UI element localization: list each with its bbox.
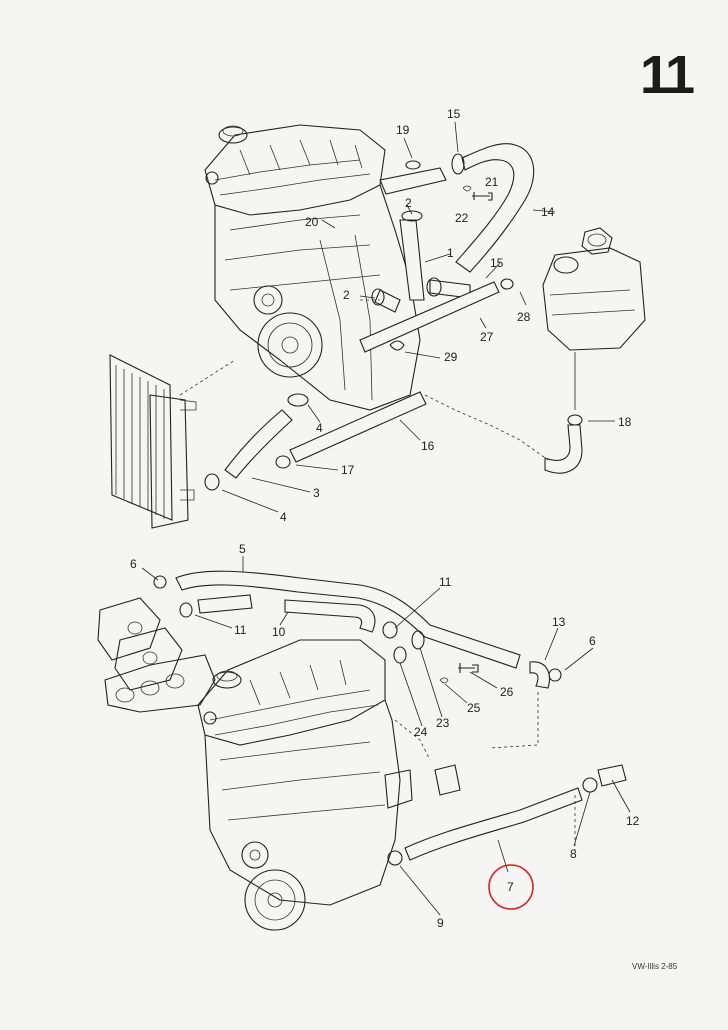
callout: 3 — [313, 486, 320, 500]
callout: 4 — [316, 421, 323, 435]
hose-13 — [529, 661, 550, 689]
page-number: 11 — [640, 45, 695, 105]
callout: 22 — [455, 211, 469, 225]
hose-7 — [404, 787, 583, 861]
callout: 24 — [414, 725, 428, 739]
callout: 27 — [480, 330, 494, 344]
hose-16 — [289, 391, 427, 463]
hose-14 — [451, 143, 535, 273]
hose-10 — [284, 599, 376, 633]
highlight-circle — [488, 864, 534, 910]
callout: 2 — [343, 288, 350, 302]
callout: 29 — [444, 350, 458, 364]
footer-label: VW-Illis 2-85 — [632, 962, 678, 971]
callout: 28 — [517, 310, 531, 324]
hose-18 — [544, 414, 583, 474]
callout: 11 — [439, 575, 452, 589]
top-engine-block — [204, 124, 493, 411]
hose-12 — [597, 764, 627, 787]
callout: 26 — [500, 685, 514, 699]
callout: 7 — [507, 880, 514, 894]
callout: 4 — [280, 510, 287, 524]
callout: 2 — [405, 196, 412, 210]
callout: 1 — [447, 246, 454, 260]
routing-line — [179, 299, 549, 461]
hose-5 — [175, 570, 521, 669]
callout: 6 — [589, 634, 596, 648]
callouts-top: 19 15 2 21 22 14 20 1 15 28 2 27 29 18 1… — [280, 107, 632, 524]
callout: 17 — [341, 463, 355, 477]
callout: 21 — [485, 175, 499, 189]
callout: 9 — [437, 916, 444, 930]
callout: 5 — [239, 542, 246, 556]
callout: 14 — [541, 205, 555, 219]
callout: 16 — [421, 439, 435, 453]
callout: 6 — [130, 557, 137, 571]
callout: 12 — [626, 814, 640, 828]
hose-11 — [197, 594, 253, 614]
hose-27 — [359, 281, 500, 353]
manifold-gaskets — [97, 597, 216, 713]
hose-3 — [224, 409, 293, 479]
callout: 19 — [396, 123, 410, 137]
callout: 20 — [305, 215, 319, 229]
callout: 11 — [234, 623, 247, 637]
leader-lines — [141, 121, 631, 916]
radiator — [109, 354, 197, 529]
routing-line — [394, 692, 576, 850]
callout: 15 — [490, 256, 504, 270]
bottom-engine-block — [197, 639, 461, 931]
callout: 8 — [570, 847, 577, 861]
callouts-bottom: 5 6 11 11 10 13 6 26 25 23 24 12 8 9 7 — [130, 542, 640, 930]
callout: 23 — [436, 716, 450, 730]
callout: 15 — [447, 107, 461, 121]
callout: 13 — [552, 615, 566, 629]
expansion-tank — [542, 227, 646, 410]
callout: 18 — [618, 415, 632, 429]
callout: 10 — [272, 625, 286, 639]
callout: 25 — [467, 701, 481, 715]
